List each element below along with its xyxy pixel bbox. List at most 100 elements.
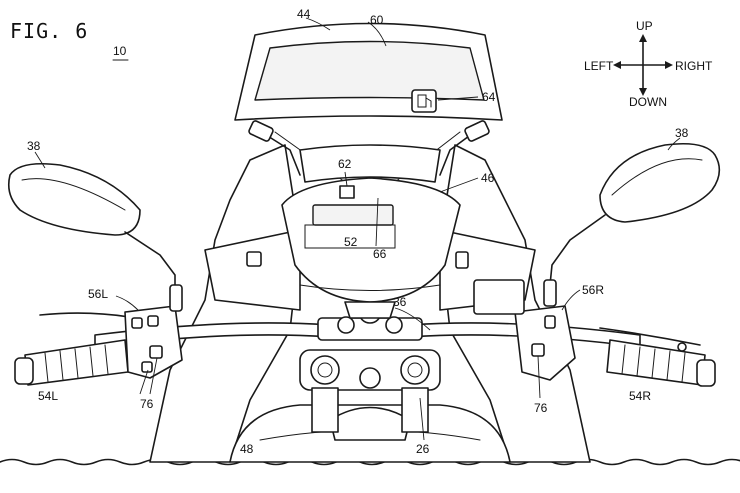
direction-up-label: UP [636,19,653,33]
label-fork: 26 [416,442,430,456]
label-indicator: 62 [338,157,352,171]
assembly-reference: 10 [113,44,127,58]
brake-reservoir [473,279,525,315]
label-display-panel: 60 [370,13,384,27]
arrow-down-icon [639,88,647,96]
right-mirror-glass-line [611,158,703,196]
leader-cowl [439,177,479,193]
direction-left-label: LEFT [584,59,614,73]
left-inner-panel [204,229,301,311]
right-grip-texture [621,344,686,383]
leader-indicator [344,171,348,187]
left-mirror-housing [7,162,141,236]
label-grip-right: 54R [629,389,651,403]
front-fork [299,349,441,433]
left-fork-cap [310,355,340,385]
left-selector-button [149,345,163,359]
leader-mirror-right [667,137,681,151]
leader-mirror-left [34,151,46,169]
clutch-lever [39,312,136,319]
left-side-cowl [149,144,301,463]
leader-button-right [537,355,541,399]
right-screen-bracket [464,120,490,142]
stem-nut [359,367,381,389]
cowl-body [281,177,461,303]
left-switch-button-b [147,315,159,327]
fuel-pump-icon [417,94,427,108]
right-selector-button [531,343,545,357]
reference-numerals: 44 60 64 38 38 62 46 52 66 36 56L 56R 54… [27,7,689,456]
right-mirror-housing [599,142,721,223]
right-mirror-mount [543,279,557,307]
label-grip-left: 54L [38,389,58,403]
lower-fairing [149,144,591,463]
fuel-gauge-icon [411,89,437,113]
left-switch-button-a [131,317,143,329]
meter-display [312,204,394,226]
direction-right-label: RIGHT [675,59,713,73]
windscreen-assembly [234,22,503,183]
leader-fork [419,397,425,441]
left-bar-end [14,357,34,385]
left-mirror [7,162,183,312]
label-switch-right: 56R [582,283,604,297]
right-fork-tube [401,387,429,433]
direction-down-label: DOWN [629,95,667,109]
label-windscreen: 44 [297,7,311,21]
ground-line [0,458,740,466]
display-panel [254,40,485,101]
right-grip [606,339,706,386]
leader-lines [34,17,681,441]
right-switch-housing [514,305,576,381]
label-meter-frame: 66 [373,247,387,261]
leader-switch-right [561,289,581,311]
clamp-bolt-left [337,316,355,334]
brake-lever-tip [677,342,687,352]
right-mirror [543,142,721,307]
label-cowl: 46 [481,171,495,185]
arrow-left-icon [613,61,621,69]
leader-button-left [139,357,158,395]
indicator-lamp [339,185,355,199]
label-handlebar: 36 [393,295,407,309]
label-button-left: 76 [140,397,154,411]
right-bar-end [696,359,716,387]
leader-meter-frame [375,197,379,247]
left-mirror-mount [169,284,183,312]
right-fork-cap [400,355,430,385]
left-mirror-stem [124,231,176,291]
label-fuel-icon: 64 [482,90,496,104]
right-grip-assembly [473,279,716,387]
right-fork-bolt [407,362,423,378]
right-mirror-stem [549,214,606,286]
left-grip-assembly [14,305,183,386]
leader-fuel-icon [437,96,479,101]
label-meter: 52 [344,235,358,249]
leader-handlebar [394,307,431,331]
leader-windscreen [305,17,331,31]
clamp-bolt-right [385,316,403,334]
figure-title: FIG. 6 [10,19,88,43]
left-fork-bolt [317,362,333,378]
cowl-lower-contour [299,284,441,291]
cowl-stem-cover [344,301,396,319]
label-switch-left: 56L [88,287,108,301]
headlight-cowl [281,144,461,319]
arrow-right-icon [665,61,673,69]
fuel-hose-icon [425,97,432,108]
leader-switch-left [115,295,139,311]
right-switch-button [544,315,556,329]
label-fuel-tank: 48 [240,442,254,456]
left-screen-bracket [248,120,274,142]
direction-compass: UP DOWN LEFT RIGHT [584,19,713,109]
label-mirror-right: 38 [675,126,689,140]
left-fork-tube [311,387,339,433]
right-indicator-lamp-b [455,251,469,269]
left-grip-texture [44,344,109,383]
upper-cowl-cap [299,144,441,183]
left-selector-button-lower [141,361,153,373]
leader-display-panel [367,21,387,47]
label-mirror-left: 38 [27,139,41,153]
left-indicator-lamp [246,251,262,267]
